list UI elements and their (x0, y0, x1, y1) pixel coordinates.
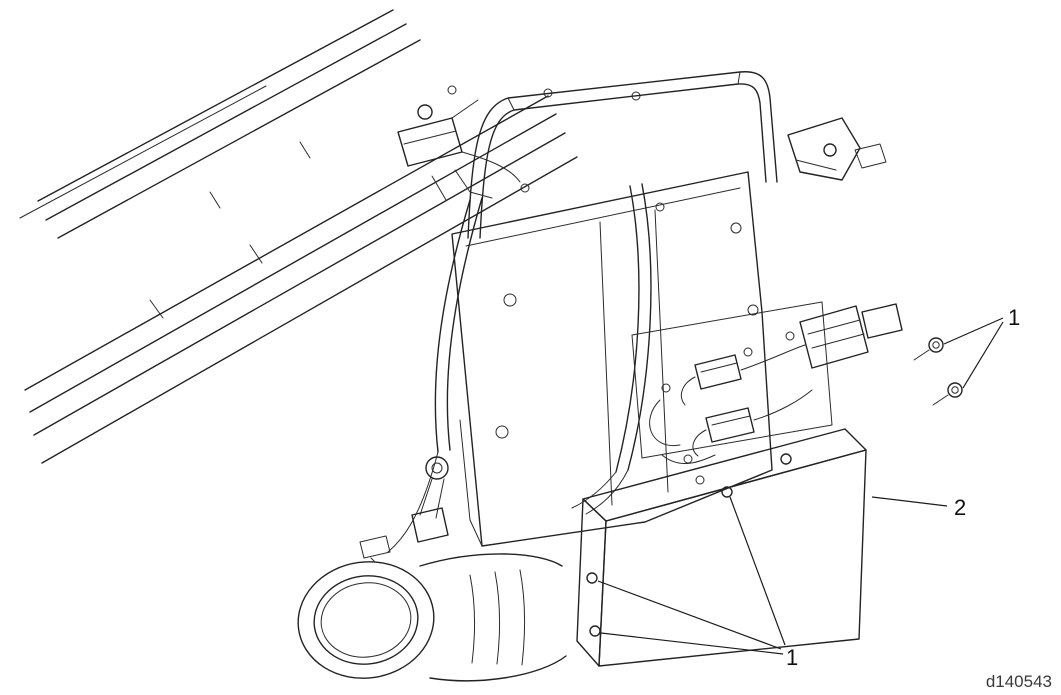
box-screw-4 (589, 625, 601, 637)
wiring-harness (631, 301, 903, 464)
bolt-icon (913, 337, 944, 361)
callout-1-bottom-label: 1 (786, 645, 798, 670)
box-screw-2 (780, 453, 792, 465)
callout-1-top-label: 1 (1008, 305, 1020, 330)
box-screw-1 (721, 486, 733, 498)
box-screw-3 (586, 572, 598, 584)
callout-leaders (597, 317, 1004, 655)
top-valve-assembly (397, 85, 641, 201)
loose-bolts (913, 337, 963, 406)
frame-boom-tubes (19, 9, 578, 464)
top-right-bracket (787, 117, 887, 181)
main-mounting-plate (451, 171, 773, 547)
control-box (576, 428, 867, 667)
drawing-id: d140543 (986, 672, 1052, 691)
muffler-outlet (297, 535, 567, 682)
upper-frame-tube (467, 71, 778, 239)
callout-2-label: 2 (954, 495, 966, 520)
sensor (411, 456, 449, 543)
hose-runs (387, 183, 652, 553)
bolt-icon (932, 382, 963, 406)
